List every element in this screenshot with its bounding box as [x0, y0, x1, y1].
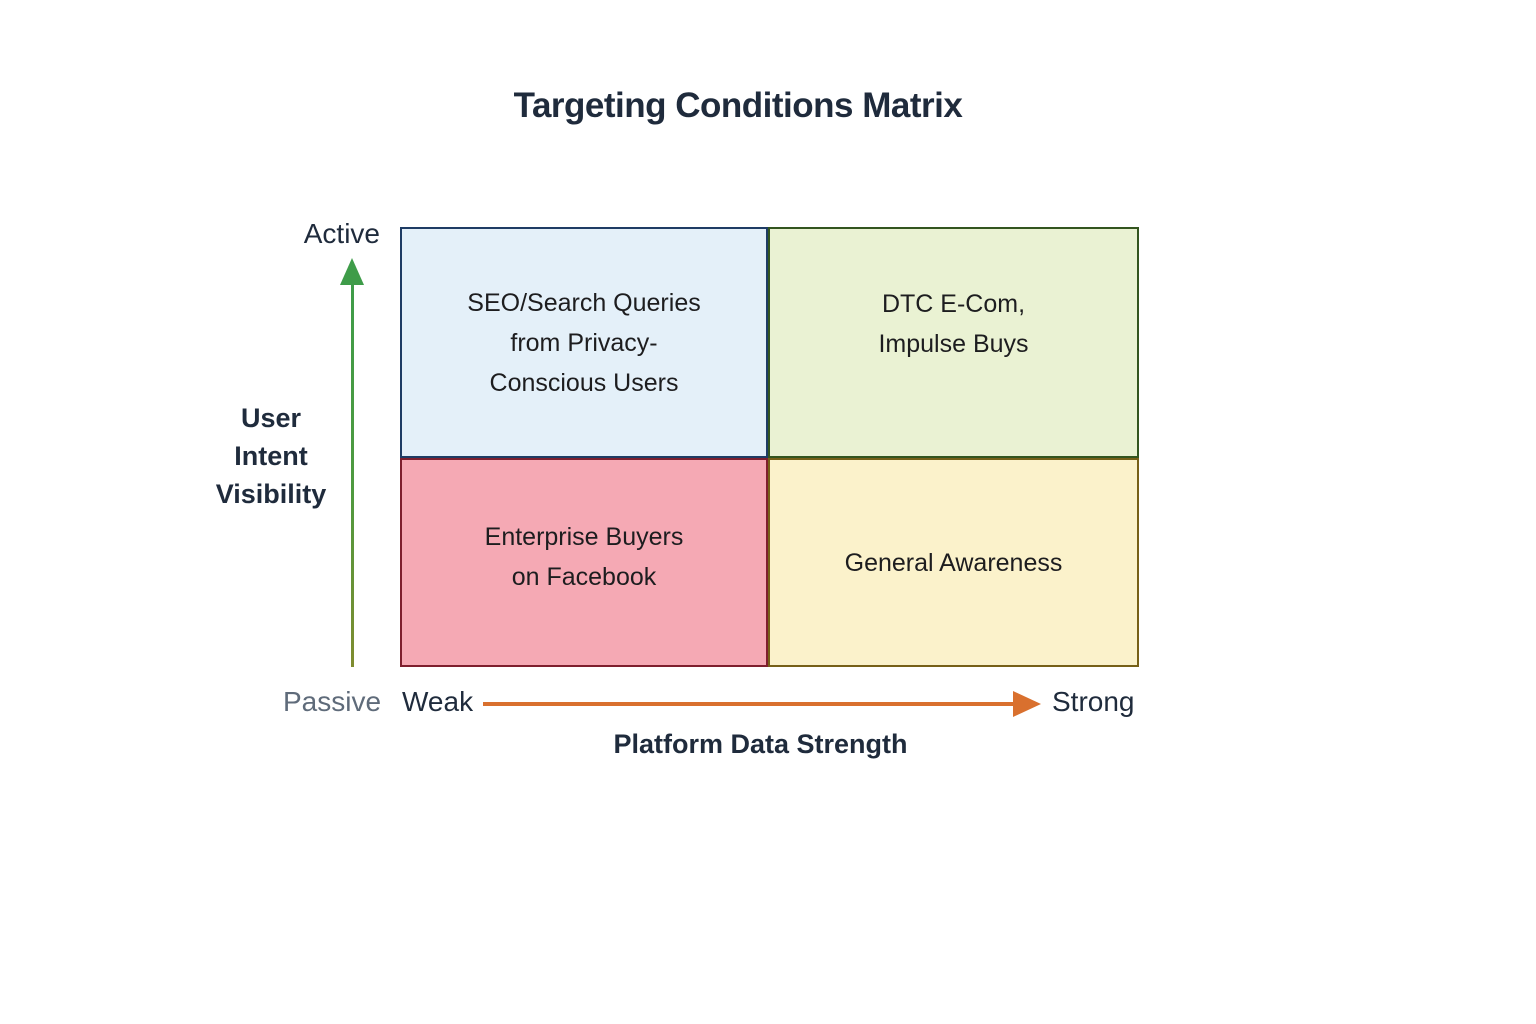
quadrant-text-line: DTC E-Com,: [881, 289, 1026, 318]
y-axis-top-label: Active: [303, 218, 380, 249]
x-axis-right-label: Strong: [1052, 686, 1135, 717]
x-axis-arrow-shaft: [483, 702, 1014, 706]
quadrant-text-line: SEO/Search Queries: [467, 288, 701, 317]
quadrant-text-line: Impulse Buys: [878, 329, 1029, 358]
right-arrow-icon: [1013, 691, 1041, 717]
y-axis-title: User Intent Visibility: [191, 399, 351, 513]
y-axis-title-line: Visibility: [215, 479, 327, 509]
quadrant-top-left: SEO/Search Queries from Privacy- Conscio…: [400, 227, 768, 458]
quadrant-text-line: from Privacy-: [510, 328, 658, 357]
y-axis-title-line: User: [240, 403, 302, 433]
quadrant-text-line: Conscious Users: [489, 368, 679, 397]
quadrant-bottom-right: General Awareness: [768, 458, 1139, 667]
quadrant-text-line: Enterprise Buyers: [484, 522, 684, 551]
quadrant-matrix: SEO/Search Queries from Privacy- Conscio…: [400, 227, 1139, 667]
quadrant-text-line: General Awareness: [844, 548, 1063, 577]
quadrant-top-right: DTC E-Com, Impulse Buys: [768, 227, 1139, 458]
y-axis-bottom-label: Passive: [283, 686, 382, 717]
quadrant-text-line: on Facebook: [511, 562, 657, 591]
y-axis-arrow-shaft: [351, 283, 354, 667]
page-title: Targeting Conditions Matrix: [513, 86, 963, 125]
quadrant-bottom-left: Enterprise Buyers on Facebook: [400, 458, 768, 667]
y-axis-title-line: Intent: [234, 441, 308, 471]
up-arrow-icon: [340, 258, 364, 285]
x-axis-left-label: Weak: [402, 686, 474, 717]
x-axis-title: Platform Data Strength: [613, 729, 908, 759]
